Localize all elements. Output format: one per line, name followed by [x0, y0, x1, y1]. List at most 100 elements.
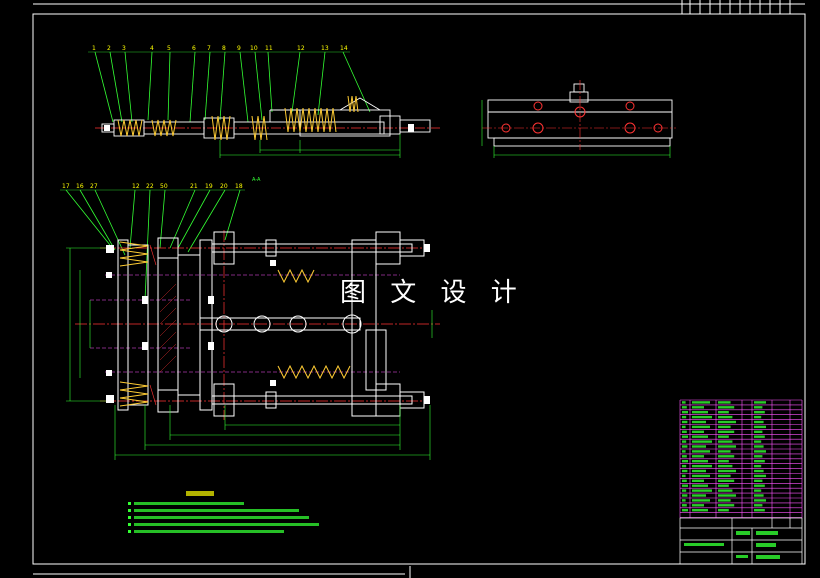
bom-cell — [682, 406, 687, 409]
balloon-27: 27 — [90, 183, 98, 190]
bom-cell — [692, 411, 708, 414]
bom-cell — [682, 469, 688, 473]
bom-cell — [718, 464, 733, 468]
balloon-22: 22 — [146, 183, 154, 190]
bom-cell — [718, 479, 735, 482]
bom-cell — [682, 430, 687, 433]
title-block — [679, 517, 803, 565]
bom-cell — [692, 425, 710, 429]
bom-cell — [718, 484, 729, 487]
bom-cell — [692, 420, 706, 424]
balloon-3: 3 — [122, 45, 126, 52]
bom-cell — [692, 474, 710, 478]
bom-cell — [682, 440, 687, 443]
bom-cell — [682, 460, 688, 463]
bom-cell — [718, 489, 733, 492]
bom-cell — [718, 435, 729, 438]
section-mark: A-A — [252, 177, 261, 183]
bom-cell — [682, 464, 687, 468]
bom-cell — [754, 435, 765, 438]
bom-cell — [754, 445, 764, 448]
balloon-7: 7 — [207, 45, 211, 52]
bom-cell — [754, 450, 766, 453]
bom-cell — [718, 455, 735, 458]
bom-cell — [754, 430, 763, 433]
top-view-leaders — [88, 51, 371, 123]
bom-cell — [692, 460, 708, 463]
bom-cell — [682, 445, 688, 448]
bom-cell — [692, 435, 708, 438]
bom-cell — [754, 460, 765, 463]
balloon-13: 13 — [321, 45, 329, 52]
bom-cell — [692, 499, 710, 502]
bom-cell — [692, 509, 708, 512]
side-view — [481, 80, 676, 158]
bom-cell — [682, 435, 688, 438]
bom-cell — [682, 494, 688, 497]
main-view: A-A 17 16 27 12 22 50 21 19 20 18 — [60, 177, 440, 460]
hex-bolt-icon — [104, 124, 414, 132]
bom-cell — [718, 411, 729, 414]
balloon-20: 20 — [220, 183, 228, 190]
bom-cell — [682, 509, 688, 512]
bom-cell — [754, 509, 765, 512]
bom-cell — [682, 499, 686, 502]
bom-cell — [682, 489, 687, 492]
bom-cell — [754, 411, 765, 414]
hex-nut-icon — [501, 101, 663, 134]
balloon-18: 18 — [235, 183, 243, 190]
bom-cell — [692, 445, 706, 448]
bom-cell — [692, 401, 710, 404]
bom-cell — [718, 415, 733, 419]
balloon-1: 1 — [92, 45, 96, 52]
bom-cell — [692, 494, 706, 497]
bom-cell — [754, 489, 762, 492]
bom-cell — [682, 401, 686, 404]
bom-cell — [718, 420, 736, 424]
balloon-50: 50 — [160, 183, 168, 190]
bom-cell — [682, 415, 687, 419]
bom-cell — [718, 494, 736, 497]
bom-cell — [682, 455, 687, 458]
bom-cell — [718, 499, 731, 502]
hidden-lines — [90, 274, 400, 373]
bom-cell — [692, 479, 704, 482]
parts-list — [679, 399, 803, 518]
title-block-fill — [684, 531, 780, 559]
bom-cell — [682, 450, 686, 453]
bom-cell — [692, 430, 704, 433]
bom-cell — [754, 401, 766, 404]
bom-cell — [754, 425, 766, 429]
balloon-14: 14 — [340, 45, 348, 52]
bom-cell — [692, 484, 708, 487]
balloon-8: 8 — [222, 45, 226, 52]
bom-cell — [692, 489, 712, 492]
bom-cell — [754, 464, 762, 468]
balloon-12b: 12 — [132, 183, 140, 190]
bom-cell — [754, 484, 765, 487]
bom-cell — [754, 499, 766, 502]
hex-bolt-icon — [106, 244, 430, 404]
spring-hatch — [149, 244, 157, 406]
top-view: 1 2 3 4 5 6 7 8 9 10 11 12 13 14 — [88, 45, 440, 158]
bom-cell — [692, 504, 704, 507]
bom-cell — [718, 509, 729, 512]
balloon-10: 10 — [250, 45, 258, 52]
main-view-balloon-labels: 17 16 27 12 22 50 21 19 20 18 — [62, 183, 243, 190]
bom-cell — [718, 440, 733, 443]
balloon-9: 9 — [237, 45, 241, 52]
bom-cell — [692, 455, 704, 458]
top-view-balloon-labels: 1 2 3 4 5 6 7 8 9 10 11 12 13 14 — [92, 45, 348, 52]
bom-cell — [754, 415, 762, 419]
linkage — [199, 314, 362, 334]
balloon-4: 4 — [150, 45, 154, 52]
bom-cell — [718, 425, 731, 429]
bom-cell — [718, 469, 736, 473]
top-view-dimensions — [219, 134, 401, 158]
bom-cell — [754, 406, 763, 409]
section-hatch — [159, 283, 177, 373]
bom-cell — [718, 445, 736, 448]
bom-cell — [754, 504, 763, 507]
bom-cell — [682, 420, 688, 424]
